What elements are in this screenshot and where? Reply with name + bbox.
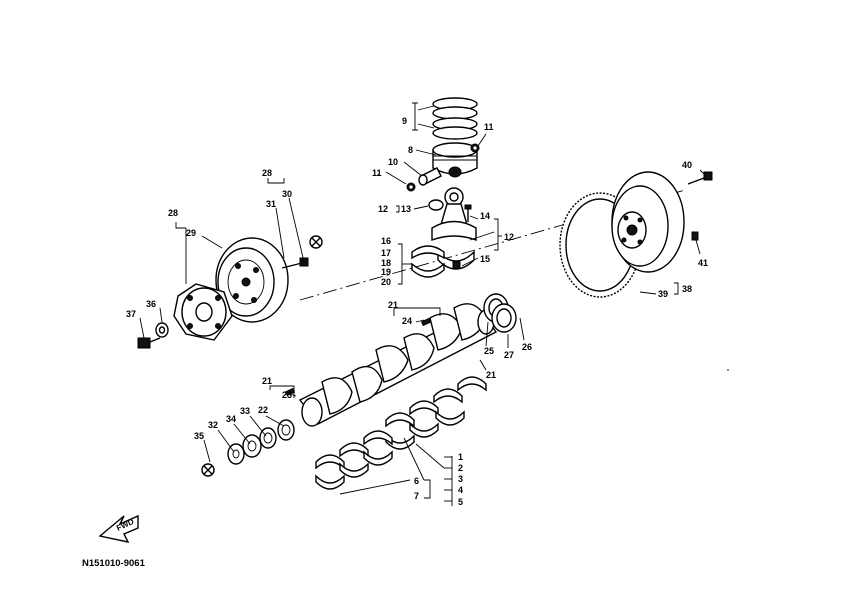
callout-28: 28: [168, 208, 178, 218]
callout-22: 22: [258, 405, 268, 415]
callout-11: 11: [484, 122, 494, 132]
callout-9: 9: [402, 116, 407, 126]
callout-4: 4: [458, 485, 463, 495]
callout-28: 28: [262, 168, 272, 178]
callout-33: 33: [240, 406, 250, 416]
dowel-pin: [691, 231, 699, 241]
callout-2: 2: [458, 463, 463, 473]
callout-26: 26: [522, 342, 532, 352]
callout-24: 24: [402, 316, 412, 326]
callout-27: 27: [504, 350, 514, 360]
pulley: [215, 237, 289, 323]
thrust-bearing: [483, 293, 517, 333]
circlip: [406, 143, 480, 192]
callout-40: 40: [682, 160, 692, 170]
pulley-hub: [173, 283, 233, 341]
pulley-bolt: [281, 257, 309, 269]
piston-ring-set: [432, 97, 478, 140]
diagram-code: N151010-9061: [82, 558, 146, 569]
callout-34: 34: [226, 414, 236, 424]
reference-marker-x: [201, 235, 323, 477]
piston: [432, 142, 478, 178]
callout-30: 30: [282, 189, 292, 199]
callout-14: 14: [480, 211, 490, 221]
callout-10: 10: [388, 157, 398, 167]
callout-21: 21: [262, 376, 272, 386]
callout-8: 8: [408, 145, 413, 155]
callout-38: 38: [682, 284, 692, 294]
piston-pin: [418, 167, 442, 186]
callout-20: 20: [381, 277, 391, 287]
callout-37: 37: [126, 309, 136, 319]
callout-41: 41: [698, 258, 708, 268]
hub-bolt: [137, 337, 161, 349]
callout-labels: 9 8 11 10 11 12 13 14 12 15 16 17 18 19 …: [126, 116, 708, 507]
callout-11: 11: [372, 168, 382, 178]
callout-29: 29: [186, 228, 196, 238]
rod-bearing-pair: [411, 245, 445, 278]
callout-7: 7: [414, 491, 419, 501]
main-bearing-set: [315, 376, 487, 490]
callout-31: 31: [266, 199, 276, 209]
callout-17: 17: [381, 248, 391, 258]
callout-36: 36: [146, 299, 156, 309]
callout-5: 5: [458, 497, 463, 507]
flywheel-bolt: [687, 171, 713, 185]
callout-3: 3: [458, 474, 463, 484]
callout-6: 6: [414, 476, 419, 486]
fwd-arrow-icon: FWD: [98, 514, 139, 543]
callout-1: 1: [458, 452, 463, 462]
crank-gear: [227, 419, 295, 465]
crankshaft: [298, 303, 498, 427]
callout-32: 32: [208, 420, 218, 430]
callout-23: 23: [282, 390, 292, 400]
callout-16: 16: [381, 236, 391, 246]
callout-15: 15: [480, 254, 490, 264]
callout-12: 12: [378, 204, 388, 214]
leader-lines: [139, 102, 705, 506]
callout-13: 13: [401, 204, 411, 214]
callout-12: 12: [504, 232, 514, 242]
callout-18: 18: [381, 258, 391, 268]
callout-39: 39: [658, 289, 668, 299]
callout-35: 35: [194, 431, 204, 441]
connecting-rod: [428, 187, 477, 241]
flywheel: [611, 171, 685, 273]
callout-25: 25: [484, 346, 494, 356]
callout-19: 19: [381, 267, 391, 277]
callout-21: 21: [388, 300, 398, 310]
rod-bolt: [464, 204, 472, 222]
washer: [155, 322, 169, 338]
callout-21: 21: [486, 370, 496, 380]
